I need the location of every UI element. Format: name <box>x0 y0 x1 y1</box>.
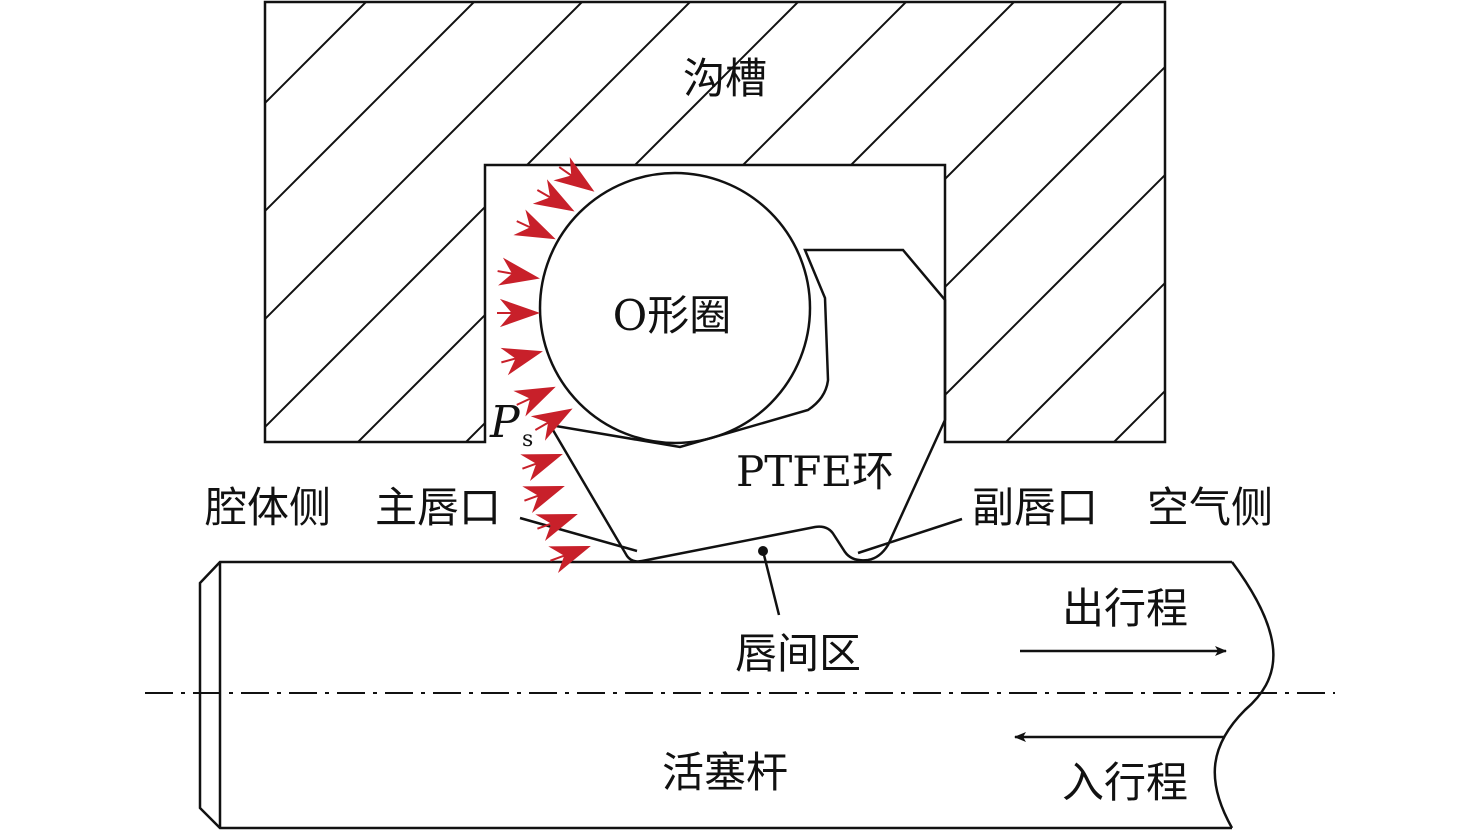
pressure-arrow <box>520 453 563 481</box>
hatch-line <box>265 2 585 442</box>
hatch-line <box>265 2 693 442</box>
ptfe-ring-label: PTFE环 <box>736 447 894 496</box>
pressure-arrow <box>530 408 573 441</box>
ptfe-ring <box>547 248 947 563</box>
pressure-subscript: s <box>522 427 533 452</box>
o-ring-label: O形圈 <box>613 291 731 340</box>
secondary-lip-label: 副唇口 <box>972 483 1098 532</box>
cavity-side-label: 腔体侧 <box>205 483 331 532</box>
pressure-arrow <box>548 545 591 573</box>
out-stroke-label: 出行程 <box>1062 584 1188 633</box>
secondary-lip-leader <box>857 517 963 555</box>
pressure-arrow <box>522 485 565 513</box>
inter-lip-leader <box>761 550 781 616</box>
o-ring <box>538 171 812 445</box>
pressure-arrow <box>535 513 578 541</box>
hatch-line <box>1204 0 1476 460</box>
pressure-arrow <box>553 157 595 192</box>
groove-label: 沟槽 <box>683 54 767 103</box>
pressure-arrow <box>500 347 543 376</box>
hatch-line <box>1095 2 1165 442</box>
inter-lip-point <box>758 546 768 556</box>
in-stroke-label: 入行程 <box>1062 758 1188 807</box>
hatch-line <box>265 2 477 442</box>
hatch-line <box>987 2 1165 442</box>
pressure-arrows <box>497 157 595 573</box>
main-lip-leader <box>519 516 638 553</box>
hatch-line <box>771 2 1165 442</box>
piston-rod <box>198 560 1275 830</box>
pressure-arrow <box>532 179 575 212</box>
main-lip-label: 主唇口 <box>375 483 501 532</box>
air-side-label: 空气侧 <box>1147 483 1273 532</box>
pressure-arrow <box>513 209 556 240</box>
pressure-arrow <box>513 386 556 417</box>
hatch-line <box>879 2 1165 442</box>
pressure-arrow <box>497 257 540 286</box>
groove-outline <box>263 0 1167 444</box>
pressure-symbol: P <box>489 397 521 448</box>
inter-lip-zone-label: 唇间区 <box>735 629 861 678</box>
hatch-line <box>1312 0 1476 460</box>
piston-rod-label: 活塞杆 <box>662 748 788 797</box>
hatch-line <box>265 2 369 442</box>
pressure-arrow <box>497 298 541 328</box>
hatch-line <box>1420 0 1476 460</box>
hatch-line <box>0 0 260 460</box>
